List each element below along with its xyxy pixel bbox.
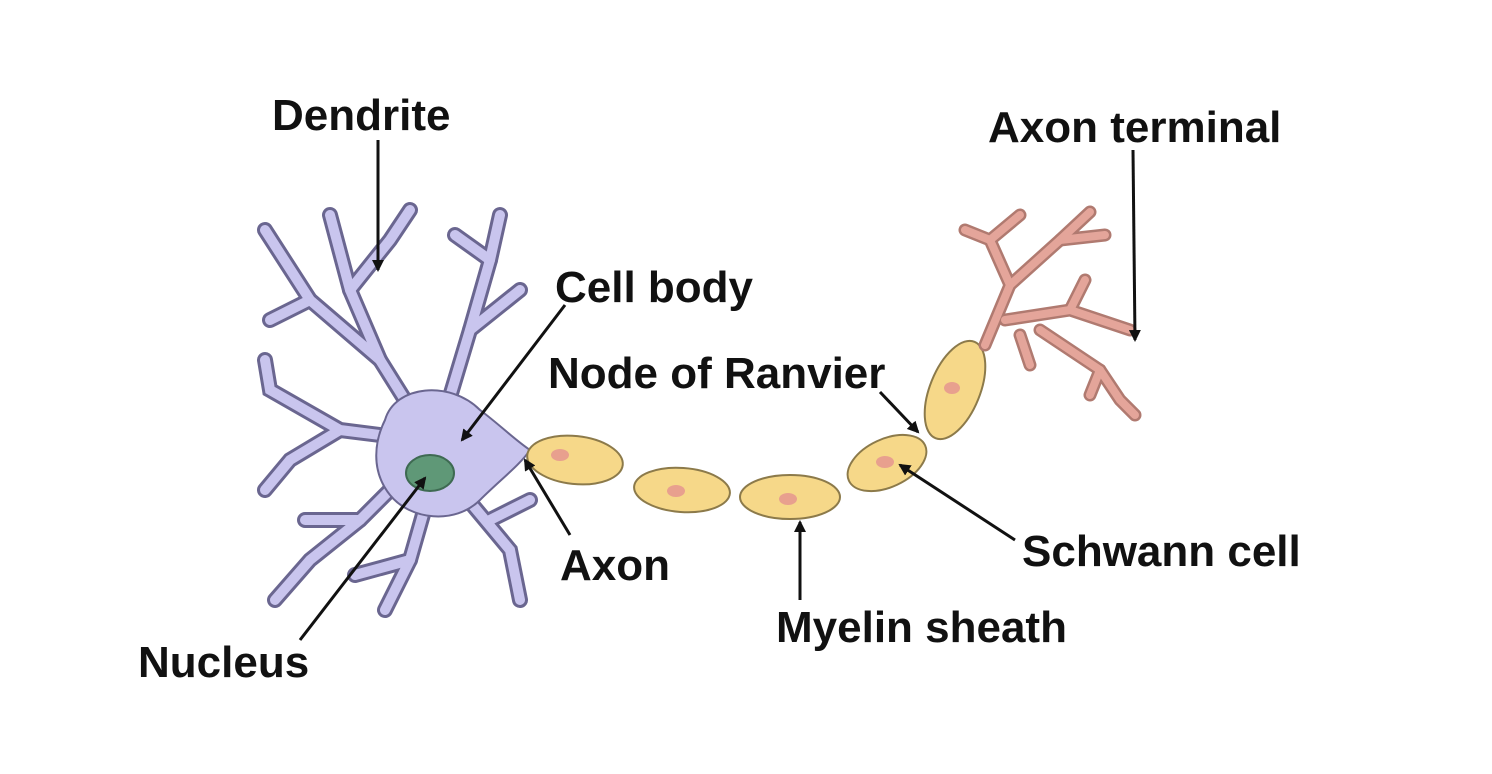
dendrite-label: Dendrite — [272, 91, 450, 140]
node-of-ranvier-label: Node of Ranvier — [548, 349, 885, 398]
schwann-cell-segment — [526, 434, 624, 486]
cell-body — [375, 389, 532, 518]
nucleus-shape — [405, 454, 455, 492]
myelin-sheath-label: Myelin sheath — [776, 603, 1067, 652]
cell-body-label: Cell body — [555, 263, 754, 312]
nucleus-pointer — [298, 476, 427, 641]
axon-label: Axon — [560, 541, 670, 590]
cell-body-pointer — [460, 304, 567, 442]
schwann-cell-pointer — [898, 463, 1016, 542]
axon-terminal-label: Axon terminal — [988, 103, 1281, 152]
axon-terminal-pointer — [1128, 149, 1141, 342]
axon-pointer — [523, 458, 572, 536]
schwann-nuclei — [551, 382, 960, 505]
schwann-cell-label: Schwann cell — [1022, 527, 1301, 576]
axon-terminal-fill — [961, 208, 1139, 419]
nucleus-label: Nucleus — [138, 638, 309, 687]
node-of-ranvier-pointer — [878, 390, 920, 434]
